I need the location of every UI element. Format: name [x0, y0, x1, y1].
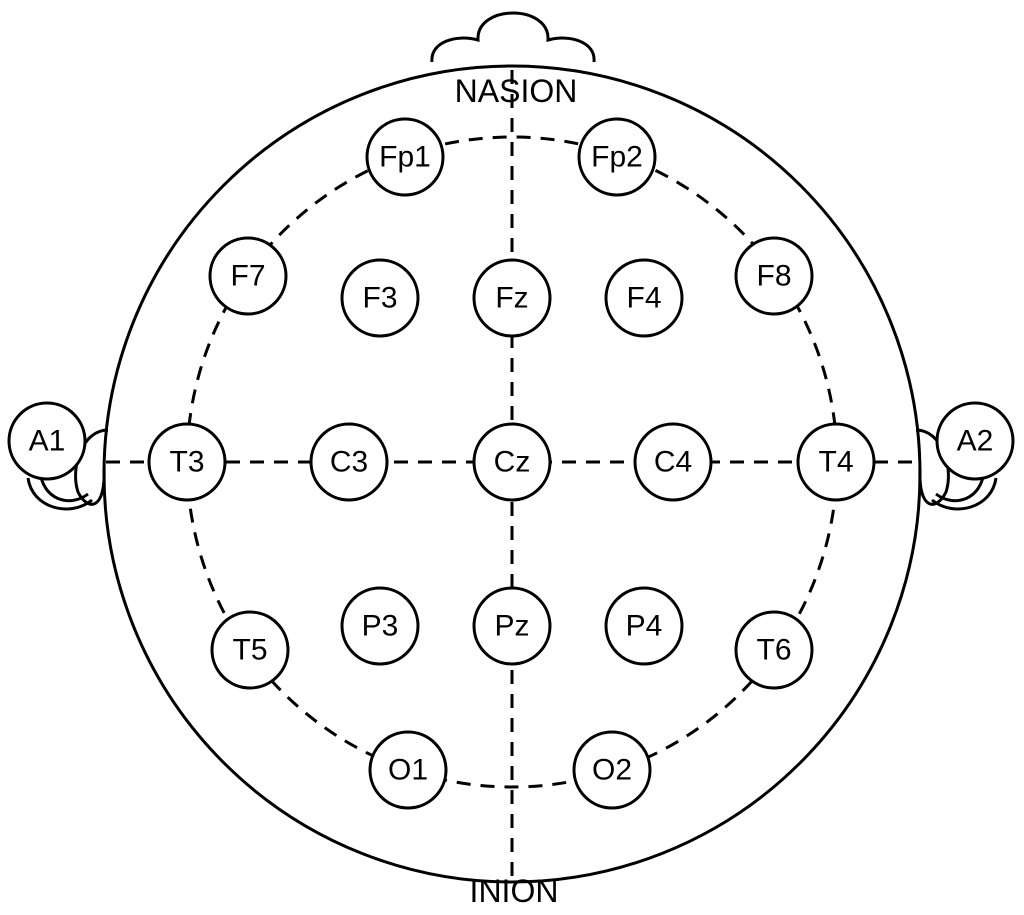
electrode-label: F4 — [626, 282, 661, 315]
electrode-label: Fp2 — [591, 141, 643, 174]
electrode-circle — [796, 422, 876, 502]
electrode-label: Cz — [494, 446, 531, 479]
electrode-label: F8 — [756, 260, 791, 293]
electrode-circle — [604, 586, 684, 666]
electrode-cz: Cz — [472, 422, 552, 502]
electrode-label: A2 — [957, 425, 994, 458]
electrode-t3: T3 — [147, 422, 227, 502]
electrode-o2: O2 — [572, 730, 652, 810]
electrode-f4: F4 — [604, 258, 684, 338]
electrode-label: O2 — [592, 754, 632, 787]
electrode-fz: Fz — [472, 258, 552, 338]
electrode-circle — [472, 586, 552, 666]
electrode-f3: F3 — [340, 258, 420, 338]
electrode-a2: A2 — [935, 401, 1015, 481]
electrode-circle — [340, 258, 420, 338]
electrode-t4: T4 — [796, 422, 876, 502]
left-ear-outline — [74, 428, 109, 506]
electrode-c4: C4 — [633, 422, 713, 502]
electrode-label: F7 — [230, 260, 265, 293]
electrode-circle — [309, 422, 389, 502]
electrode-p4: P4 — [604, 586, 684, 666]
nose-outline — [430, 11, 596, 63]
electrode-f8: F8 — [734, 236, 814, 316]
electrode-circle — [633, 422, 713, 502]
electrode-label: T3 — [169, 446, 204, 479]
electrode-label: T4 — [818, 446, 853, 479]
head-outline — [102, 64, 922, 884]
electrode-circle — [340, 586, 420, 666]
left-ear-lobe — [26, 477, 93, 511]
electrode-a1: A1 — [7, 401, 87, 481]
electrode-t5: T5 — [210, 610, 290, 690]
electrode-label: T5 — [232, 634, 267, 667]
electrode-c3: C3 — [309, 422, 389, 502]
electrode-circle — [604, 258, 684, 338]
electrode-label: C3 — [330, 446, 368, 479]
electrode-circle — [734, 236, 814, 316]
electrode-circle — [147, 422, 227, 502]
electrode-circle — [472, 258, 552, 338]
electrode-f7: F7 — [208, 236, 288, 316]
electrode-circle — [210, 610, 290, 690]
electrode-label: T6 — [756, 634, 791, 667]
electrode-circle — [7, 401, 87, 481]
electrode-p3: P3 — [340, 586, 420, 666]
electrode-label: C4 — [654, 446, 692, 479]
electrode-circle — [365, 117, 445, 197]
electrode-circle — [577, 117, 657, 197]
electrode-fp1: Fp1 — [365, 117, 445, 197]
electrode-circle — [935, 401, 1015, 481]
electrode-label: A1 — [29, 425, 66, 458]
electrode-label: P3 — [362, 610, 399, 643]
electrode-label: F3 — [362, 282, 397, 315]
electrode-t6: T6 — [734, 610, 814, 690]
electrode-label: O1 — [388, 754, 428, 787]
electrode-fp2: Fp2 — [577, 117, 657, 197]
inion-label: INION — [470, 873, 559, 909]
electrode-label: Fp1 — [379, 141, 431, 174]
electrode-pz: Pz — [472, 586, 552, 666]
nasion-label: NASION — [455, 73, 578, 109]
electrode-circle — [472, 422, 552, 502]
electrode-circle — [572, 730, 652, 810]
electrode-label: Fz — [495, 282, 528, 315]
right-ear-lobe — [931, 477, 998, 511]
electrode-label: Pz — [494, 610, 529, 643]
electrode-circle — [734, 610, 814, 690]
electrode-circle — [208, 236, 288, 316]
electrode-o1: O1 — [368, 730, 448, 810]
electrode-circle — [368, 730, 448, 810]
electrode-label: P4 — [626, 610, 663, 643]
right-ear-outline — [915, 428, 950, 506]
